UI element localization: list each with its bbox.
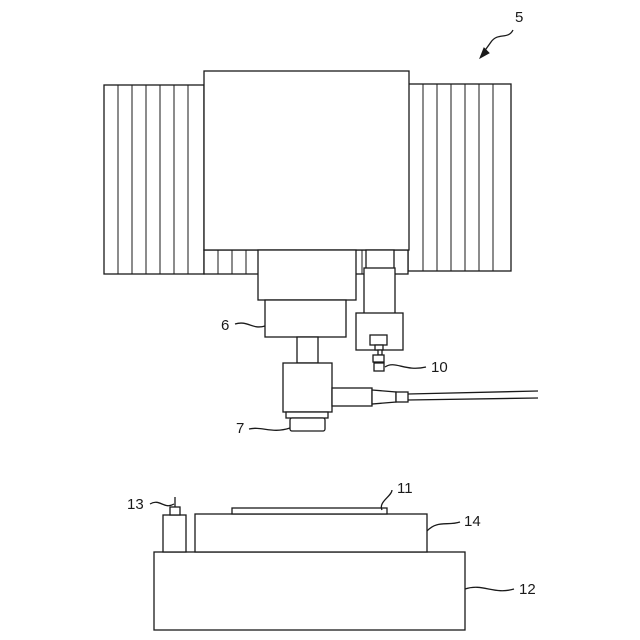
- workpiece: [232, 508, 387, 514]
- bellows-right: [408, 84, 511, 271]
- table-base: [154, 552, 465, 630]
- column-main-box: [204, 71, 409, 250]
- leader-line-7: [249, 428, 290, 430]
- label-work-table: 14: [464, 513, 481, 530]
- tool-holder: [290, 418, 325, 431]
- leader-line-12: [465, 587, 514, 590]
- leader-line-13: [150, 502, 174, 505]
- leader-line-10: [385, 365, 426, 369]
- label-sensor: 10: [431, 359, 448, 376]
- cable-connector: [332, 388, 538, 406]
- work-table: [195, 514, 427, 552]
- leader-arrowhead-5: [480, 48, 489, 58]
- leader-line-6: [235, 323, 265, 327]
- label-tool-holder: 7: [236, 420, 244, 437]
- label-spindle-head: 6: [221, 317, 229, 334]
- label-workpiece: 11: [397, 480, 413, 497]
- leader-line-14: [427, 522, 460, 531]
- bellows-left: [104, 85, 204, 274]
- label-probe: 13: [127, 496, 144, 513]
- label-machine: 5: [515, 9, 523, 26]
- label-table-base: 12: [519, 581, 536, 598]
- leader-line-11: [381, 490, 392, 510]
